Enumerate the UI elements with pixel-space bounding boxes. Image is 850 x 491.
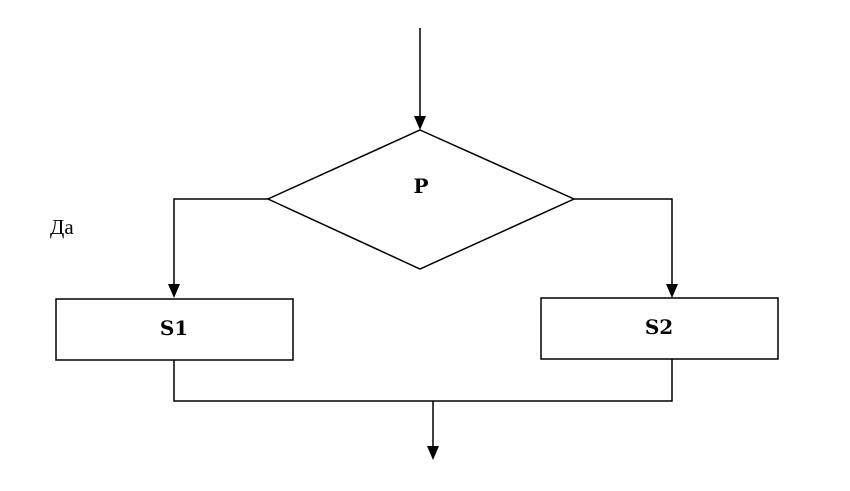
no-branch-arrowhead [666,284,678,298]
exit-arrowhead [427,446,439,460]
decision-label: P [413,174,428,198]
entry-arrowhead [414,116,426,130]
yes-branch-arrowhead [168,284,180,298]
decision-diamond [266,129,576,270]
yes-branch-connector [173,198,268,288]
no-branch-connector [574,198,673,288]
process-block-s2 [540,297,779,360]
merge-connector [173,359,673,402]
process-block-s1-label: S1 [160,316,188,340]
process-block-s2-label: S2 [645,315,673,339]
yes-label: Да [50,215,74,239]
